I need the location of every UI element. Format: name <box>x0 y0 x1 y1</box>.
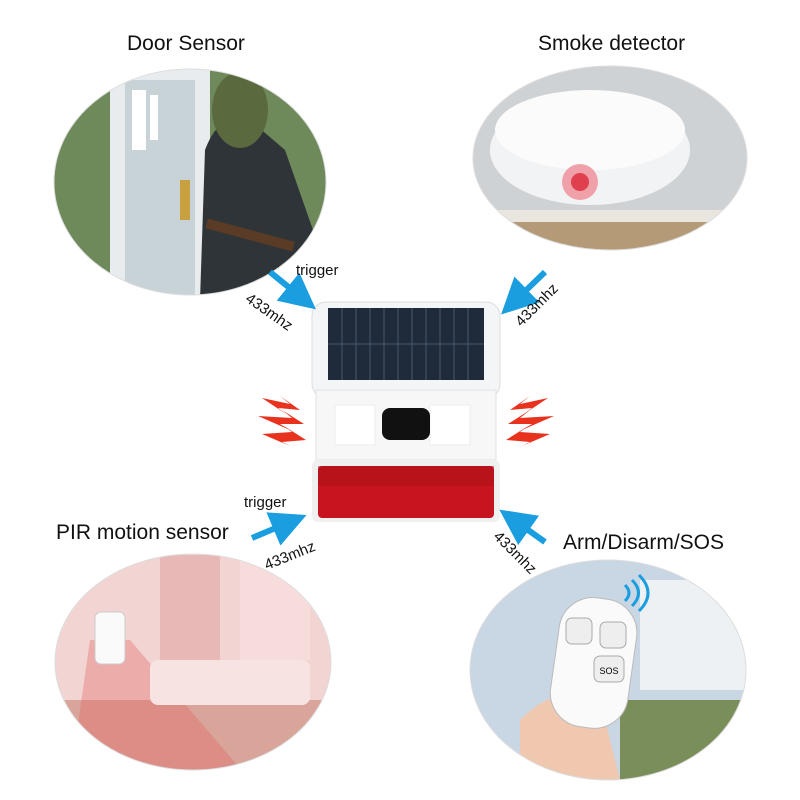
remote-label: Arm/Disarm/SOS <box>563 531 725 554</box>
remote-control-photo: SOS <box>470 560 746 780</box>
pir-lens <box>382 408 430 440</box>
trigger-label-top: trigger <box>296 262 339 279</box>
arrow-smoke-detector <box>501 269 548 315</box>
trigger-label-bottom: trigger <box>244 494 287 511</box>
arrow-pir-sensor <box>250 512 307 546</box>
pir-device <box>94 611 126 665</box>
arrow-remote <box>499 509 547 546</box>
door-sensor-label: Door Sensor <box>127 32 245 55</box>
smoke-detector-label: Smoke detector <box>538 32 686 55</box>
sos-button-label: SOS <box>599 666 618 676</box>
door-sensor-photo <box>54 69 326 295</box>
alarm-sound-icon-right <box>506 396 554 446</box>
smoke-detector-photo <box>473 66 747 250</box>
arrow-door-sensor <box>268 269 316 310</box>
alarm-sound-icon-left <box>258 396 306 446</box>
burglar <box>200 118 320 295</box>
pir-motion-sensor-photo <box>55 554 331 770</box>
door-sensor-device <box>132 90 146 150</box>
solar-siren-device <box>311 301 501 522</box>
pir-sensor-label: PIR motion sensor <box>56 521 229 544</box>
signal-arrows <box>250 269 548 546</box>
